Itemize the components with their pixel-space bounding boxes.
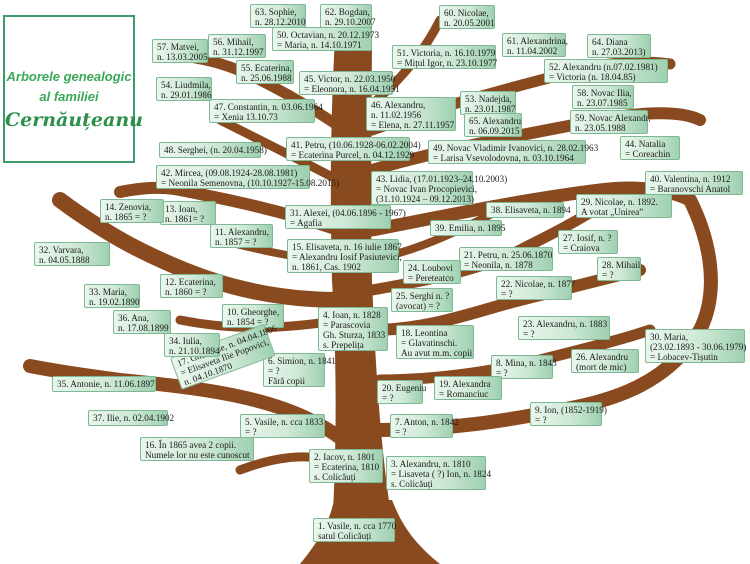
person-card: 65. Alexandru n. 06.09.2015 bbox=[464, 113, 522, 137]
person-card: 49. Novac Vladimir Ivanovici, n. 28.02.1… bbox=[428, 140, 598, 164]
person-card: 30. Maria, (23.02.1893 - 30.06.1979) = L… bbox=[645, 329, 746, 363]
person-card: 37. Ilie, n. 02.04.1902 bbox=[88, 410, 174, 426]
person-card: 21. Petru, n. 25.06.1870 = Neonila, n. 1… bbox=[459, 247, 553, 271]
person-card: 24. Loubovi = Pereteatco bbox=[403, 260, 461, 284]
person-card: 26. Alexandru (mort de mic) bbox=[571, 349, 639, 373]
person-card: 13. Ioan, n. 1861= ? bbox=[160, 201, 216, 225]
person-card: 3. Alexandru, n. 1810 = Lisaveta ( ?) Io… bbox=[386, 456, 491, 490]
person-card: 15. Elisaveta, n. 16 iulie 1867 = Alexan… bbox=[287, 239, 402, 273]
person-card: 36. Ana, n. 17.08.1899 bbox=[113, 310, 171, 334]
person-card: 55. Ecaterina, n. 25.06.1988 bbox=[236, 60, 294, 84]
person-card: 47. Constantin, n. 03.06.1964 = Xenia 13… bbox=[209, 99, 323, 123]
person-card: 9. Ion, (1852-1919) = ? bbox=[530, 402, 607, 426]
person-card: 34. Iulia, n. 21.10.1894 bbox=[164, 333, 220, 357]
person-card: 8. Mina, n. 1843 = ? bbox=[491, 355, 557, 379]
person-card: 59. Novac Alexandr, n. 23.05.1988 bbox=[570, 110, 651, 134]
person-card: 39. Emilia, n. 1895 bbox=[430, 220, 505, 236]
person-card: 54. Liudmila, n. 29.01.1986 bbox=[156, 77, 212, 101]
person-card: 23. Alexandru, n. 1883 = ? bbox=[518, 316, 610, 340]
person-card: 19. Alexandra = Romanciuc bbox=[434, 376, 502, 400]
person-card: 51. Victoria, n. 16.10.1979 = Mițul Igor… bbox=[392, 45, 497, 69]
person-card: 1. Vasile, n. cca 1770 satul Colicăuți bbox=[313, 518, 396, 542]
person-card: 38. Elisaveta, n. 1894 bbox=[486, 202, 571, 218]
person-card: 2. Iacov, n. 1801 = Ecaterina, 1810 s. C… bbox=[309, 449, 383, 483]
branch bbox=[52, 192, 348, 308]
person-card: 40. Valentina, n. 1912 = Baranovschi Ana… bbox=[645, 171, 743, 195]
person-card: 12. Ecaterina, n. 1860 = ? bbox=[160, 274, 223, 298]
person-card: 4. Ioan, n. 1828 = Parascovia Gh. Sturza… bbox=[318, 307, 388, 351]
person-card: 46. Alexandru, n. 11.02.1956 = Elena, n.… bbox=[366, 97, 456, 131]
person-card: 57. Matvei, n. 13.03.2005 bbox=[152, 39, 208, 63]
person-card: 42. Mircea, (09.08.1924-28.08.1981) = Ne… bbox=[156, 165, 339, 189]
person-card: 45. Victor, n. 22.03.1950 = Eleonora, n.… bbox=[299, 71, 400, 95]
person-card: 11. Alexandru, n. 1857 = ? bbox=[210, 224, 273, 248]
person-card: 16. În 1865 avea 2 copii. Numele lor nu … bbox=[140, 437, 254, 461]
person-card: 52. Alexandru (n.07.02.1981) = Victoria … bbox=[544, 59, 668, 83]
person-card: 32. Varvara, n. 04.05.1888 bbox=[34, 242, 110, 266]
person-card: 60. Nicolae, n. 20.05.2001 bbox=[439, 5, 495, 29]
title-card: Arborele genealogic al familiei Cernăuțe… bbox=[3, 15, 143, 163]
person-card: 35. Antonie, n. 11.06.1897 bbox=[52, 376, 156, 392]
person-card: 33. Maria, n. 19.02.1890 bbox=[84, 284, 140, 308]
person-card: 61. Alexandrina, n. 11.04.2002 bbox=[502, 33, 568, 57]
person-card: 31. Alexei, (04.06.1896 - 1967) = Agafia bbox=[285, 205, 406, 229]
person-card: 41. Petru, (10.06.1928-06.02.2004) = Eca… bbox=[286, 137, 421, 161]
branch bbox=[373, 193, 718, 437]
person-card: 6. Simion, n. 1841 = ? Fără copii bbox=[263, 353, 336, 387]
person-card: 7. Anton, n. 1842 = ? bbox=[390, 414, 459, 438]
person-card: 18. Leontina = Glavatinschi. Au avut m.m… bbox=[396, 325, 474, 359]
person-card: 14. Zenovia, n. 1865 = ? bbox=[100, 199, 164, 223]
person-card: 62. Bogdan, n. 29.10.2007 bbox=[320, 4, 376, 28]
person-card: 56. Mihail, n. 31.12.1997 bbox=[208, 34, 266, 58]
title-line2: al familiei bbox=[39, 89, 99, 104]
person-card: 63. Sophie, n. 28.12.2010 bbox=[250, 4, 306, 28]
person-card: 44. Natalia = Coreachin bbox=[620, 136, 680, 160]
person-card: 53. Nadejda, n. 23.01.1987 bbox=[460, 91, 516, 115]
person-card: 64. Diana n. 27.03.2013) bbox=[587, 34, 651, 58]
branch bbox=[215, 115, 343, 185]
person-card: 28. Mihail = ? bbox=[597, 257, 641, 281]
person-card: 27. Iosif, n. ? = Craiova bbox=[558, 230, 618, 254]
title-line1: Arborele genealogic bbox=[6, 69, 132, 84]
person-card: 43. Lidia, (17.01.1923–24.10.2003) = Nov… bbox=[371, 171, 507, 205]
person-card: 58. Novac Ilia, n. 23.07.1985 bbox=[572, 85, 634, 109]
person-card: 50. Octavian, n. 20.12.1973 = Maria, n. … bbox=[272, 27, 379, 51]
person-card: 22. Nicolae, n. 1877 = ? bbox=[496, 276, 576, 300]
person-card: 29. Nicolae, n. 1892. A votat „Unirea” bbox=[576, 194, 672, 218]
title-line3: Cernăuțeanu bbox=[5, 109, 143, 131]
person-card: 48. Serghei, (n. 20.04.1958) bbox=[159, 142, 267, 158]
person-card: 5. Vasile, n. cca 1833 = ? bbox=[240, 414, 325, 438]
person-card: 20. Eugeniu = ? bbox=[377, 380, 426, 404]
person-card: 25. Serghi n. ? (avocat) = ? bbox=[391, 288, 453, 312]
